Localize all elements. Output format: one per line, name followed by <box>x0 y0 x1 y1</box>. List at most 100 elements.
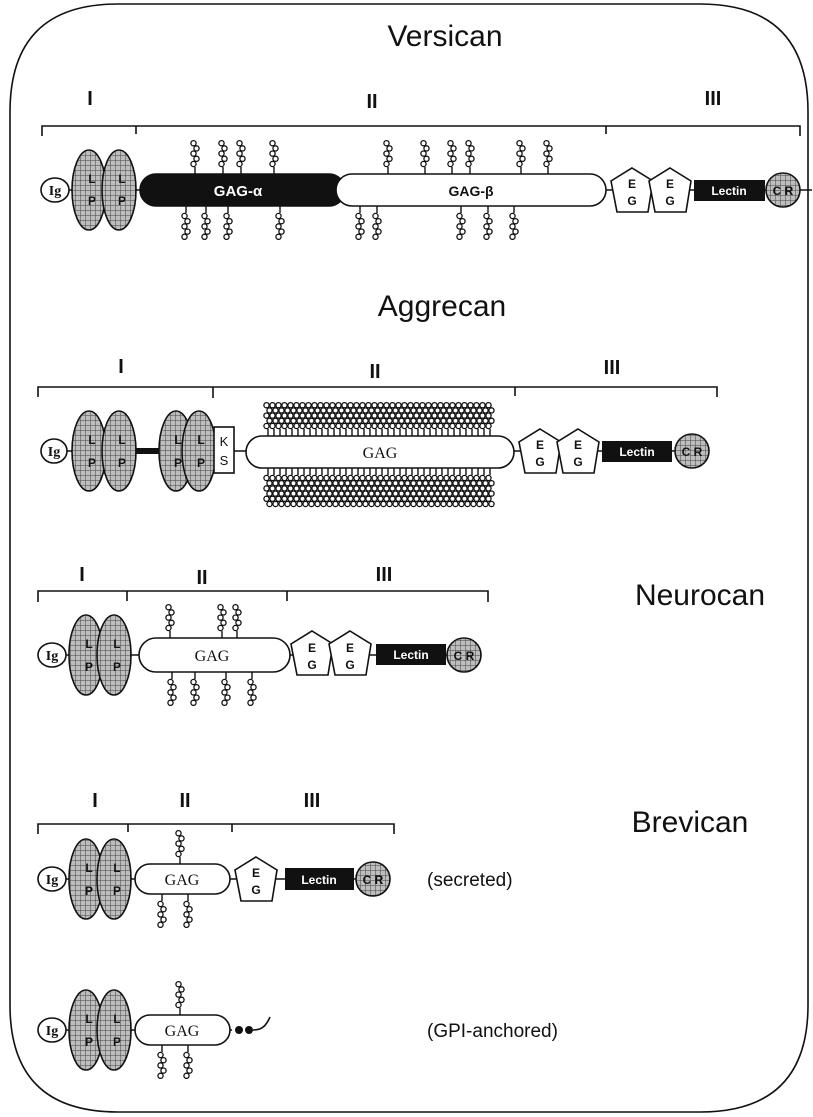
neurocan-ig-domain <box>37 642 67 668</box>
neurocan-gag-chain <box>247 672 257 707</box>
aggrecan-gag-chain <box>449 468 459 508</box>
neurocan-region-bracket <box>37 590 489 602</box>
neurocan-eg1-bottom: G <box>307 658 316 672</box>
brevican-region-bracket <box>37 823 395 834</box>
brevican-gpi-gag-chain <box>157 1045 167 1080</box>
gag-chains <box>157 139 553 1080</box>
versican-ig-domain <box>40 177 70 203</box>
aggrecan-gag-domain <box>245 435 515 469</box>
aggrecan-gag-chain <box>425 401 435 436</box>
aggrecan-gag-chain <box>401 468 411 508</box>
aggrecan-gag-chain <box>473 468 483 508</box>
aggrecan-title: Aggrecan <box>378 290 506 323</box>
brevican-gpi-gag-domain <box>134 1014 231 1046</box>
aggrecan-gag-chain <box>287 401 297 436</box>
aggrecan-lp3-top: L <box>174 433 181 447</box>
versican-gag-alpha-label: GAG-α <box>214 183 263 200</box>
aggrecan-gag-chain <box>371 401 381 436</box>
aggrecan-gag-chain <box>323 401 333 436</box>
aggrecan-gag-chain <box>353 468 363 508</box>
aggrecan-gag-chain <box>323 468 333 508</box>
neurocan-gag-label: GAG <box>195 648 230 665</box>
neurocan-cr-label: C R <box>454 649 475 663</box>
aggrecan-gag-chain <box>383 401 393 436</box>
neurocan-region-2: II <box>196 567 207 589</box>
brevican-secreted-lectin-label: Lectin <box>301 873 336 887</box>
aggrecan-gag-chain <box>419 401 429 436</box>
neurocan-region-1: I <box>79 564 85 586</box>
neurocan-gag-chain <box>167 672 177 707</box>
aggrecan-lp3-bottom: P <box>174 456 182 470</box>
neurocan-eg-domain-2 <box>328 630 372 676</box>
aggrecan-gag-chain <box>449 401 459 436</box>
brevican-gpi-lp1-top: L <box>85 1012 92 1026</box>
versican-gag-chain <box>509 206 519 241</box>
brevican-gag-chain <box>183 894 193 929</box>
gpi-anchor-dot-2 <box>245 1026 253 1034</box>
aggrecan-gag-chain <box>425 468 435 508</box>
aggrecan-gag-chain <box>335 468 345 508</box>
aggrecan-gag-chain <box>431 468 441 508</box>
aggrecan-lp-domain-1 <box>71 410 107 492</box>
aggrecan-gag-chain <box>419 468 429 508</box>
aggrecan-gag-chain <box>275 401 285 436</box>
versican-gag-chain <box>218 139 228 174</box>
versican-gag-chain <box>275 206 285 241</box>
brevican-gpi-gag-chain <box>183 1045 193 1080</box>
brevican-secreted-lp1-top: L <box>85 861 92 875</box>
aggrecan-cr-domain <box>674 433 710 469</box>
versican-lp2-top: L <box>118 172 125 186</box>
aggrecan-gag-chain <box>305 401 315 436</box>
aggrecan-gag-chain <box>389 401 399 436</box>
versican-gag-chain <box>383 139 393 174</box>
versican-lp2-bottom: P <box>118 194 126 208</box>
aggrecan-gag-chain <box>335 401 345 436</box>
brevican-secreted-cr-label: C R <box>363 873 384 887</box>
aggrecan-gag-chain <box>467 468 477 508</box>
versican-gag-chain <box>181 206 191 241</box>
aggrecan-gag-chain <box>287 468 297 508</box>
neurocan-cr-domain <box>446 637 482 673</box>
aggrecan-gag-chain <box>431 401 441 436</box>
versican-gag-chain <box>190 139 200 174</box>
versican-gag-chain <box>465 139 475 174</box>
aggrecan-gag-chain <box>317 401 327 436</box>
aggrecan-gag-chain <box>281 468 291 508</box>
brevican-gag-chain <box>175 829 185 864</box>
aggrecan-cr-label: C R <box>682 445 703 459</box>
versican-eg2-bottom: G <box>665 194 674 208</box>
aggrecan-gag-chain <box>443 468 453 508</box>
neurocan-eg2-top: E <box>346 641 354 655</box>
neurocan-gag-chain <box>232 603 242 638</box>
aggrecan-eg2-bottom: G <box>573 455 582 469</box>
brevican-gpi-caption: (GPI-anchored) <box>427 1021 558 1042</box>
versican-gag-chain <box>420 139 430 174</box>
neurocan-lectin-label: Lectin <box>393 648 428 662</box>
aggrecan-gag-chain <box>437 468 447 508</box>
aggrecan-gag-chain <box>389 468 399 508</box>
neurocan-lp2-top: L <box>113 637 120 651</box>
aggrecan-gag-chain <box>413 401 423 436</box>
brevican-secreted-eg-domain <box>234 856 278 902</box>
aggrecan-gag-chain <box>479 468 489 508</box>
versican-cr-label: C R <box>773 184 794 198</box>
aggrecan-ks-bottom: S <box>220 453 229 468</box>
aggrecan-gag-chain <box>455 468 465 508</box>
aggrecan-gag-chain <box>473 401 483 436</box>
brevican-gag-chain <box>157 894 167 929</box>
aggrecan-gag-chain <box>299 468 309 508</box>
brevican-gpi-gag-label: GAG <box>165 1023 200 1040</box>
aggrecan-lp4-top: L <box>197 433 204 447</box>
aggrecan-gag-chain <box>329 401 339 436</box>
brevican-secreted-ig-label: Ig <box>46 873 58 888</box>
aggrecan-gag-chain <box>359 401 369 436</box>
aggrecan-lp2-bottom: P <box>118 456 126 470</box>
aggrecan-region-3: III <box>604 357 621 379</box>
frame-border <box>9 3 809 1113</box>
aggrecan-ks-domain <box>213 426 235 474</box>
aggrecan-gag-chain <box>443 401 453 436</box>
neurocan-gag-chain <box>165 603 175 638</box>
aggrecan-gag-chain <box>407 468 417 508</box>
versican-gag-chain <box>483 206 493 241</box>
